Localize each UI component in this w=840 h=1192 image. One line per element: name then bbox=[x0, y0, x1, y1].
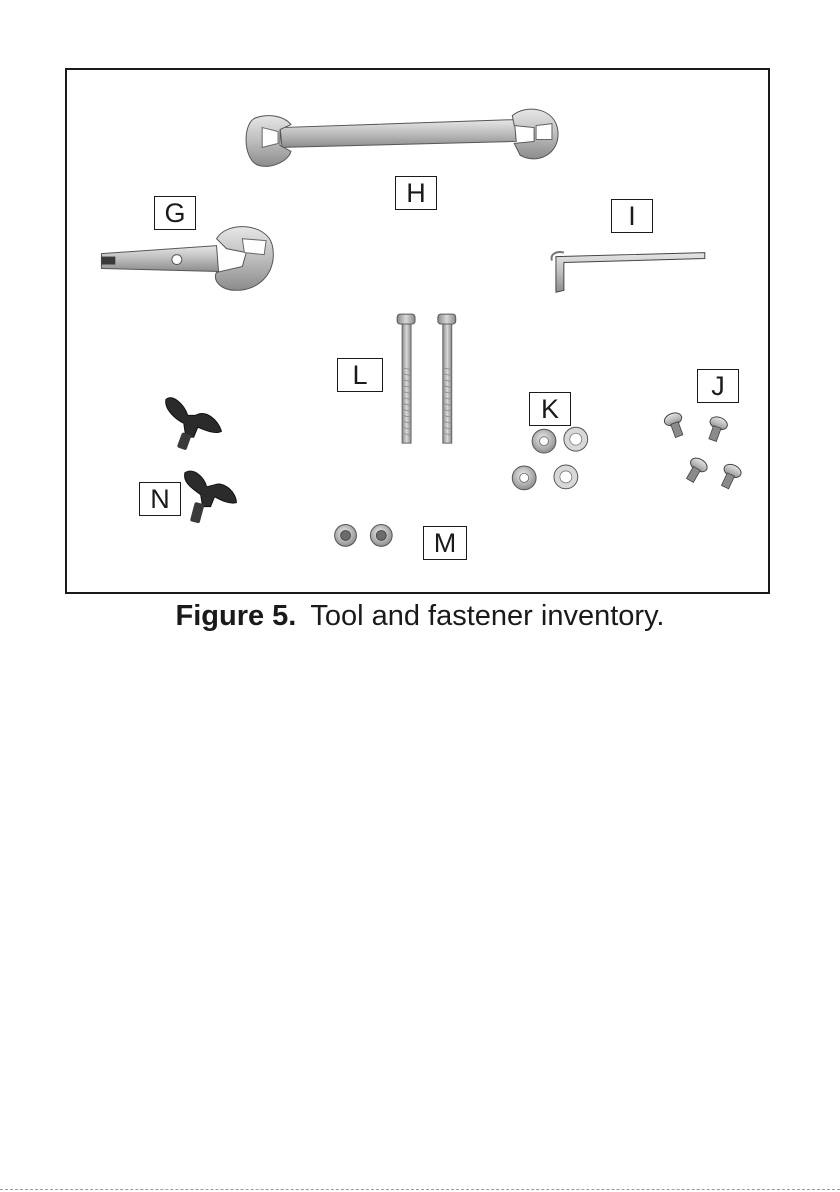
figure-frame: G H I J K L M N bbox=[65, 68, 770, 594]
label-j: J bbox=[697, 369, 739, 403]
figure-number: Figure 5. bbox=[176, 600, 297, 632]
label-g: G bbox=[154, 196, 196, 230]
label-m: M bbox=[423, 526, 467, 560]
label-k: K bbox=[529, 392, 571, 426]
nut-icon bbox=[335, 525, 393, 547]
open-end-wrench-icon bbox=[246, 109, 558, 166]
adapter-wrench-icon bbox=[101, 227, 273, 291]
hex-key-icon bbox=[552, 252, 705, 292]
figure-caption-text: Tool and fastener inventory. bbox=[310, 600, 664, 632]
washer-icon bbox=[512, 427, 587, 490]
screw-icon bbox=[663, 411, 744, 491]
label-l: L bbox=[337, 358, 383, 392]
long-bolt-icon bbox=[397, 314, 456, 443]
label-h: H bbox=[395, 176, 437, 210]
label-i: I bbox=[611, 199, 653, 233]
label-n: N bbox=[139, 482, 181, 516]
page-bottom-rule bbox=[0, 1189, 840, 1190]
figure-caption: Figure 5. Tool and fastener inventory. bbox=[0, 600, 840, 633]
